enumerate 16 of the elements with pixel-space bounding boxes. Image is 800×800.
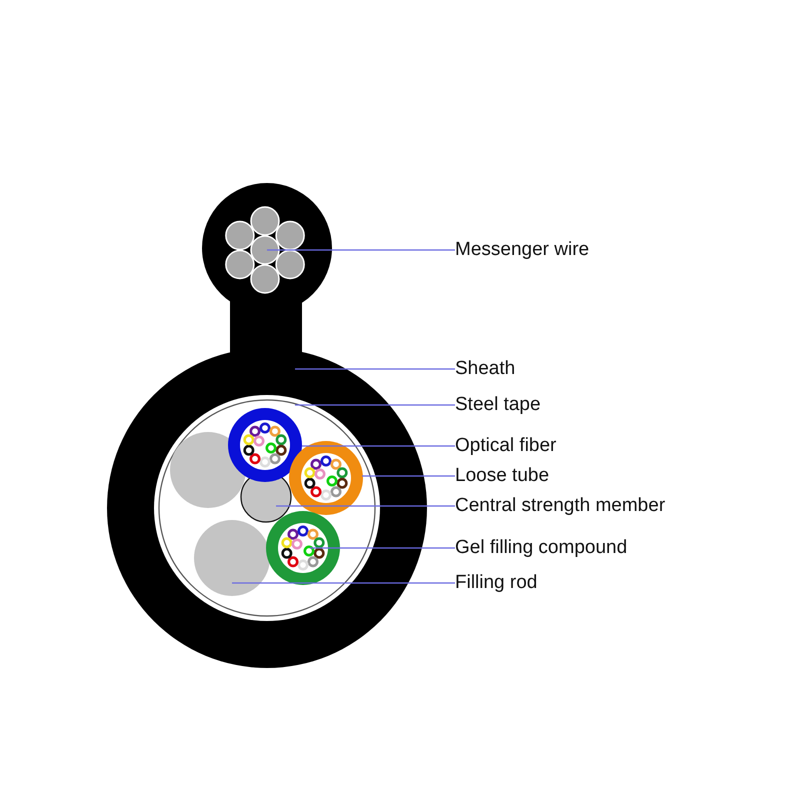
leader-line — [267, 249, 455, 251]
leader-line — [295, 368, 455, 370]
part-label: Central strength member — [455, 495, 666, 517]
leader-line — [232, 582, 455, 584]
leader-line — [310, 547, 455, 549]
part-label: Gel filling compound — [455, 537, 628, 559]
part-label: Filling rod — [455, 572, 538, 594]
leader-line — [362, 475, 455, 477]
part-label: Messenger wire — [455, 239, 590, 261]
part-label: Loose tube — [455, 465, 550, 487]
leader-line — [276, 505, 455, 507]
leader-line — [295, 404, 455, 406]
part-label: Optical fiber — [455, 435, 556, 457]
part-label: Steel tape — [455, 394, 541, 416]
leader-line — [302, 445, 455, 447]
part-label: Sheath — [455, 358, 516, 380]
